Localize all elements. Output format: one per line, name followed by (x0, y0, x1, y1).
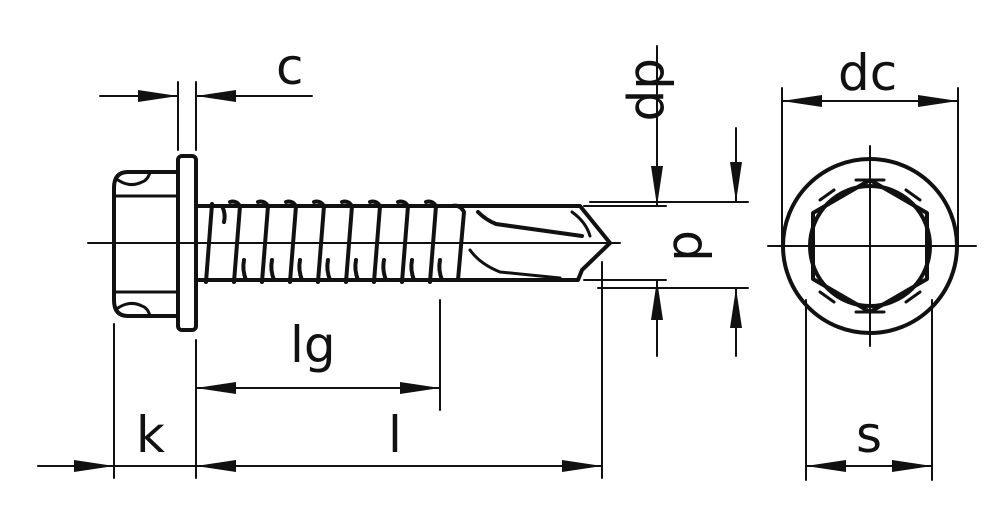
label-s: s (856, 406, 882, 464)
drill-point (458, 204, 612, 282)
arrow-dp-bottom (651, 280, 663, 320)
arrow-d-bottom (730, 288, 742, 328)
dimension-k: k (37, 323, 197, 479)
dimension-l: l (195, 261, 603, 479)
dimension-d: d (589, 127, 749, 357)
screw-end-view (767, 145, 977, 347)
screw-side-view (87, 154, 621, 332)
label-dp: dp (624, 58, 682, 121)
arrow-dp-top (651, 166, 663, 206)
arrow-c-right (196, 90, 236, 102)
arrow-lg-left (196, 382, 236, 394)
dimension-c: c (99, 38, 313, 151)
hex-head (112, 170, 180, 318)
label-c: c (276, 38, 304, 96)
hex-head-chamfer-top (116, 170, 152, 187)
dimension-lg: lg (195, 299, 441, 479)
label-lg: lg (290, 316, 336, 374)
washer-flange (176, 154, 198, 332)
arrow-d-top (730, 162, 742, 202)
arrow-dc-right (918, 95, 958, 107)
hex-head-chamfer-bottom (116, 301, 152, 318)
arrow-lg-right (400, 382, 440, 394)
arrow-s-left (806, 460, 846, 472)
arrow-c-left (138, 90, 178, 102)
dimension-dp: dp (583, 45, 682, 357)
label-k: k (136, 406, 165, 464)
arrow-k-left (74, 460, 114, 472)
arrow-s-right (892, 460, 932, 472)
dimension-s: s (805, 299, 933, 481)
arrow-dc-left (782, 95, 822, 107)
label-dc: dc (838, 44, 897, 102)
threads (204, 199, 466, 284)
arrow-l-left (196, 460, 236, 472)
label-d: d (662, 230, 720, 262)
drill-flute-mid (570, 210, 592, 238)
drill-flute-upper (476, 210, 584, 238)
arrow-l-right (562, 460, 602, 472)
drill-flute-lower (468, 248, 562, 280)
dimension-dc: dc (781, 44, 959, 247)
label-l: l (388, 406, 402, 464)
